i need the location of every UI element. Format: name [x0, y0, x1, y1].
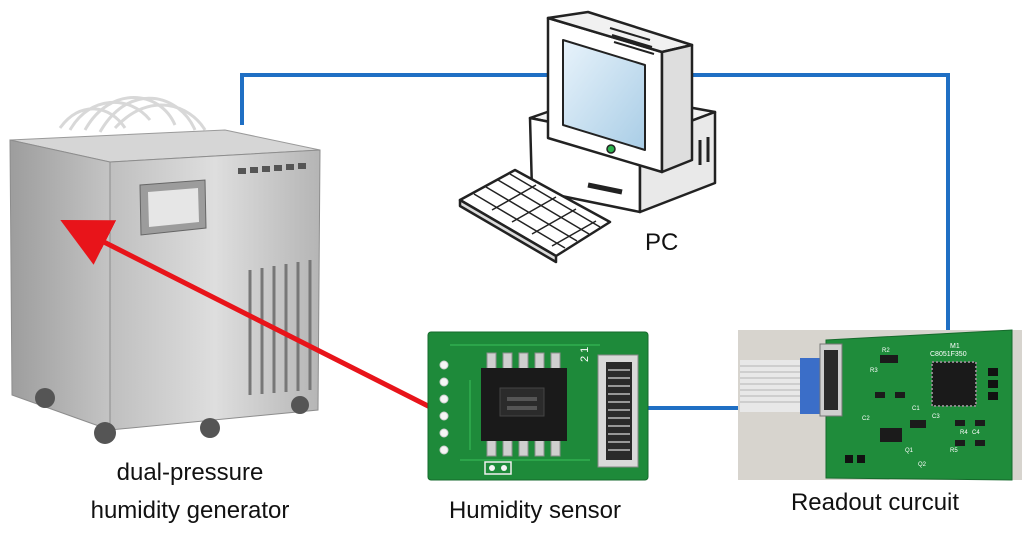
- silk-c4: C4: [972, 430, 980, 436]
- silk-c1: C1: [912, 406, 920, 412]
- silk-q1: Q1: [905, 448, 914, 454]
- humidity-generator-image: [9, 96, 321, 444]
- generator-label-line1: dual-pressure: [116, 459, 264, 486]
- pc-icon: [458, 10, 717, 264]
- generator-label-line2: humidity generator: [90, 497, 290, 524]
- silk-r5: R5: [950, 448, 958, 454]
- pc-label: PC: [645, 229, 679, 256]
- readout-label: Readout curcuit: [790, 489, 960, 516]
- humidity-sensor-board: 2 1: [427, 331, 649, 481]
- readout-chip-label: M1: [950, 343, 960, 350]
- flow-arrow: [60, 219, 434, 411]
- silk-c2: C2: [862, 416, 870, 422]
- readout-chip-code: C8051F350: [930, 351, 967, 358]
- silk-r3: R3: [870, 368, 878, 374]
- connection-pc-readout: [692, 73, 950, 338]
- sensor-label: Humidity sensor: [448, 497, 622, 524]
- silk-q2: Q2: [918, 462, 927, 468]
- sensor-pin-numbers: 2 1: [579, 347, 591, 362]
- silk-r2: R2: [882, 348, 890, 354]
- silk-c3: C3: [932, 414, 940, 420]
- connection-generator-pc: [240, 73, 548, 125]
- silk-r4: R4: [960, 430, 968, 436]
- readout-circuit-board: M1 C8051F350 R2 R3 C1 C2 C3 C4 Q1 Q2 R4 …: [738, 329, 1022, 481]
